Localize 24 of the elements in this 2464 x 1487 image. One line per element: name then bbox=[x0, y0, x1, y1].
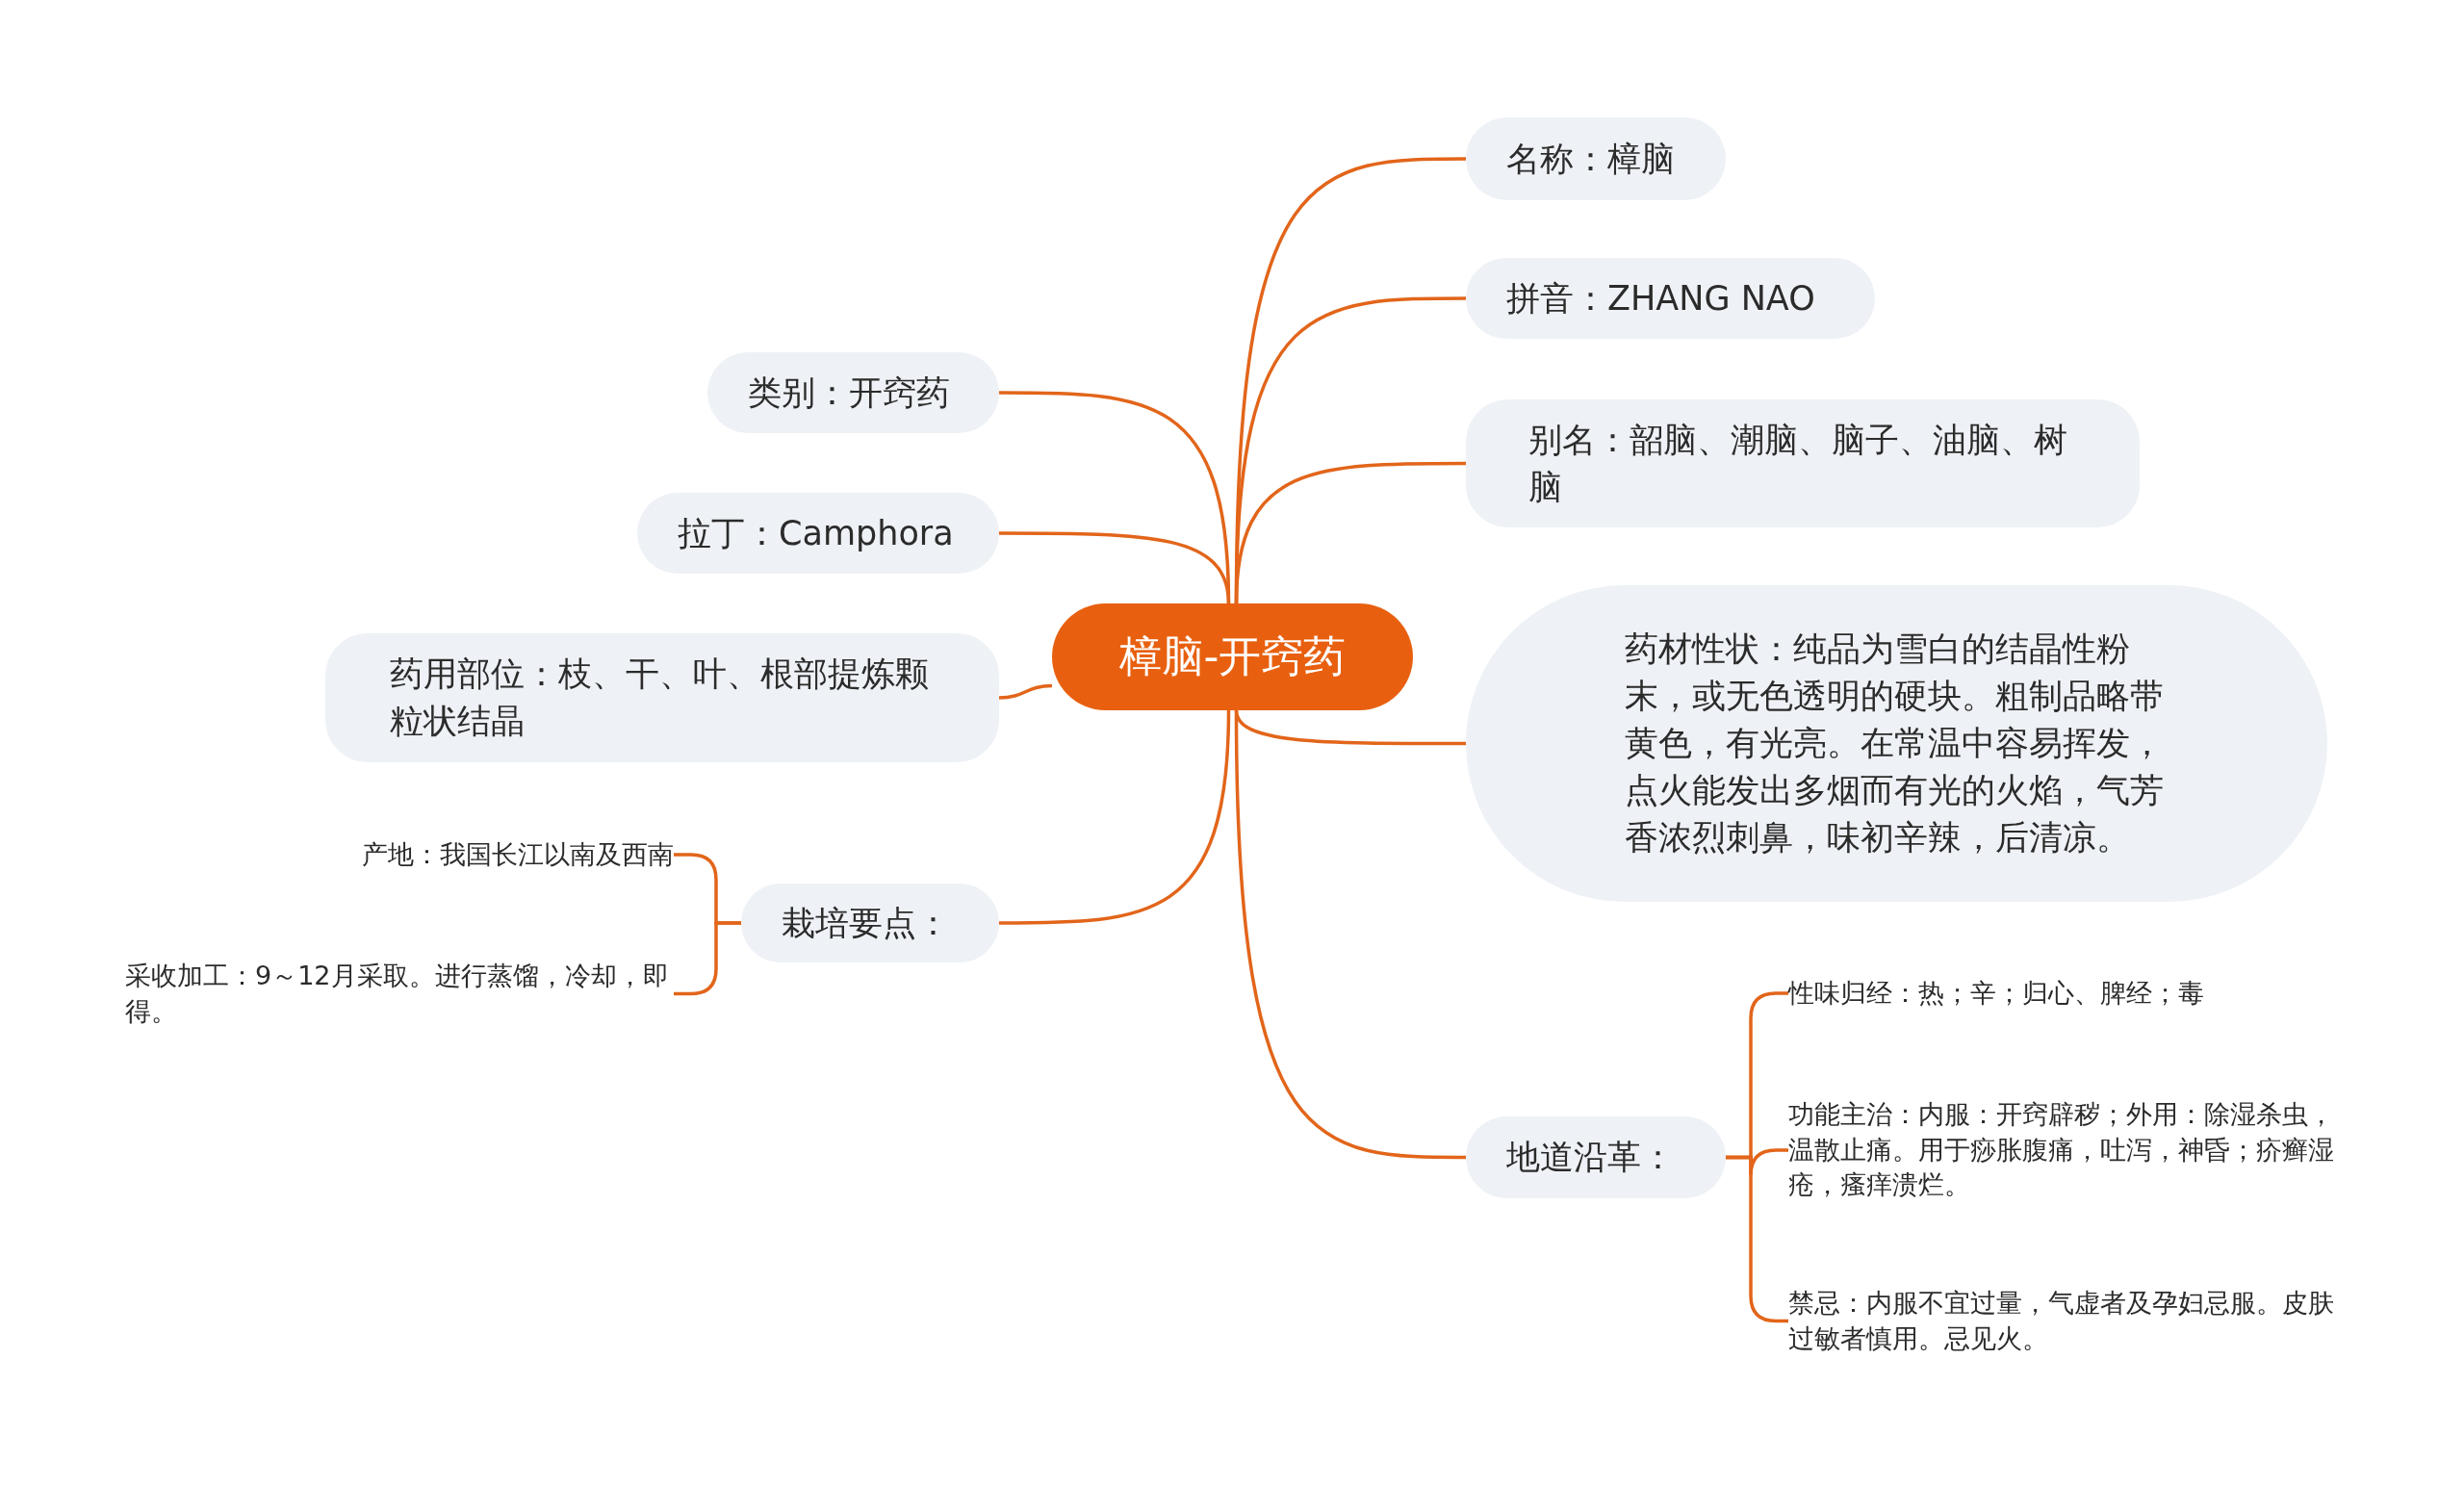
note-text: 功能主治：内服：开窍辟秽；外用：除湿杀虫，温散止痛。用于痧胀腹痛，吐泻，神昏；疥癣湿疮，瘙痒溃烂。 bbox=[1788, 1097, 2347, 1203]
central-topic-text: 樟脑-开窍药 bbox=[1118, 630, 1347, 682]
branch-line bbox=[998, 683, 1053, 700]
topic-text: 拼音：ZHANG NAO bbox=[1506, 277, 1815, 320]
note-text: 产地：我国长江以南及西南 bbox=[342, 835, 674, 874]
topic-text: 栽培要点： bbox=[782, 902, 950, 944]
topic-text: 别名：韶脑、潮脑、脑子、油脑、树脑 bbox=[1528, 419, 2068, 508]
branch-line bbox=[1234, 709, 1466, 1160]
note-text: 采收加工：9～12月采取。进行蒸馏，冷却，即得。 bbox=[125, 958, 674, 1030]
topic-text: 地道沿革： bbox=[1506, 1137, 1675, 1178]
topic-text: 拉丁：Camphora bbox=[678, 512, 954, 554]
branch-line bbox=[999, 531, 1231, 604]
branch-line bbox=[999, 709, 1231, 925]
bracket-line bbox=[1726, 1155, 1788, 1323]
note-text: 性味归经：热；辛；归心、脾经；毒 bbox=[1788, 974, 2347, 1013]
bracket-line bbox=[674, 921, 741, 996]
topic-box bbox=[325, 633, 999, 762]
topic-text: 名称：樟脑 bbox=[1506, 138, 1675, 180]
note-text: 禁忌：内服不宜过量，气虚者及孕妇忌服。皮肤过敏者慎用。忌见火。 bbox=[1788, 1285, 2347, 1357]
topic-box bbox=[1466, 399, 2140, 527]
topic-text: 类别：开窍药 bbox=[748, 372, 950, 414]
topic-text: 药材性状：纯品为雪白的结晶性粉末，或无色透明的硬块。粗制品略带黄色，有光亮。在常温中容易挥发，点火能发出多烟而有光的火焰，气芳香浓烈刺鼻，味初辛辣，后清凉。 bbox=[1625, 628, 2165, 859]
topic-text: 药用部位：枝、干、叶、根部提炼颗粒状结晶 bbox=[390, 654, 930, 742]
branch-line bbox=[1234, 461, 1466, 604]
